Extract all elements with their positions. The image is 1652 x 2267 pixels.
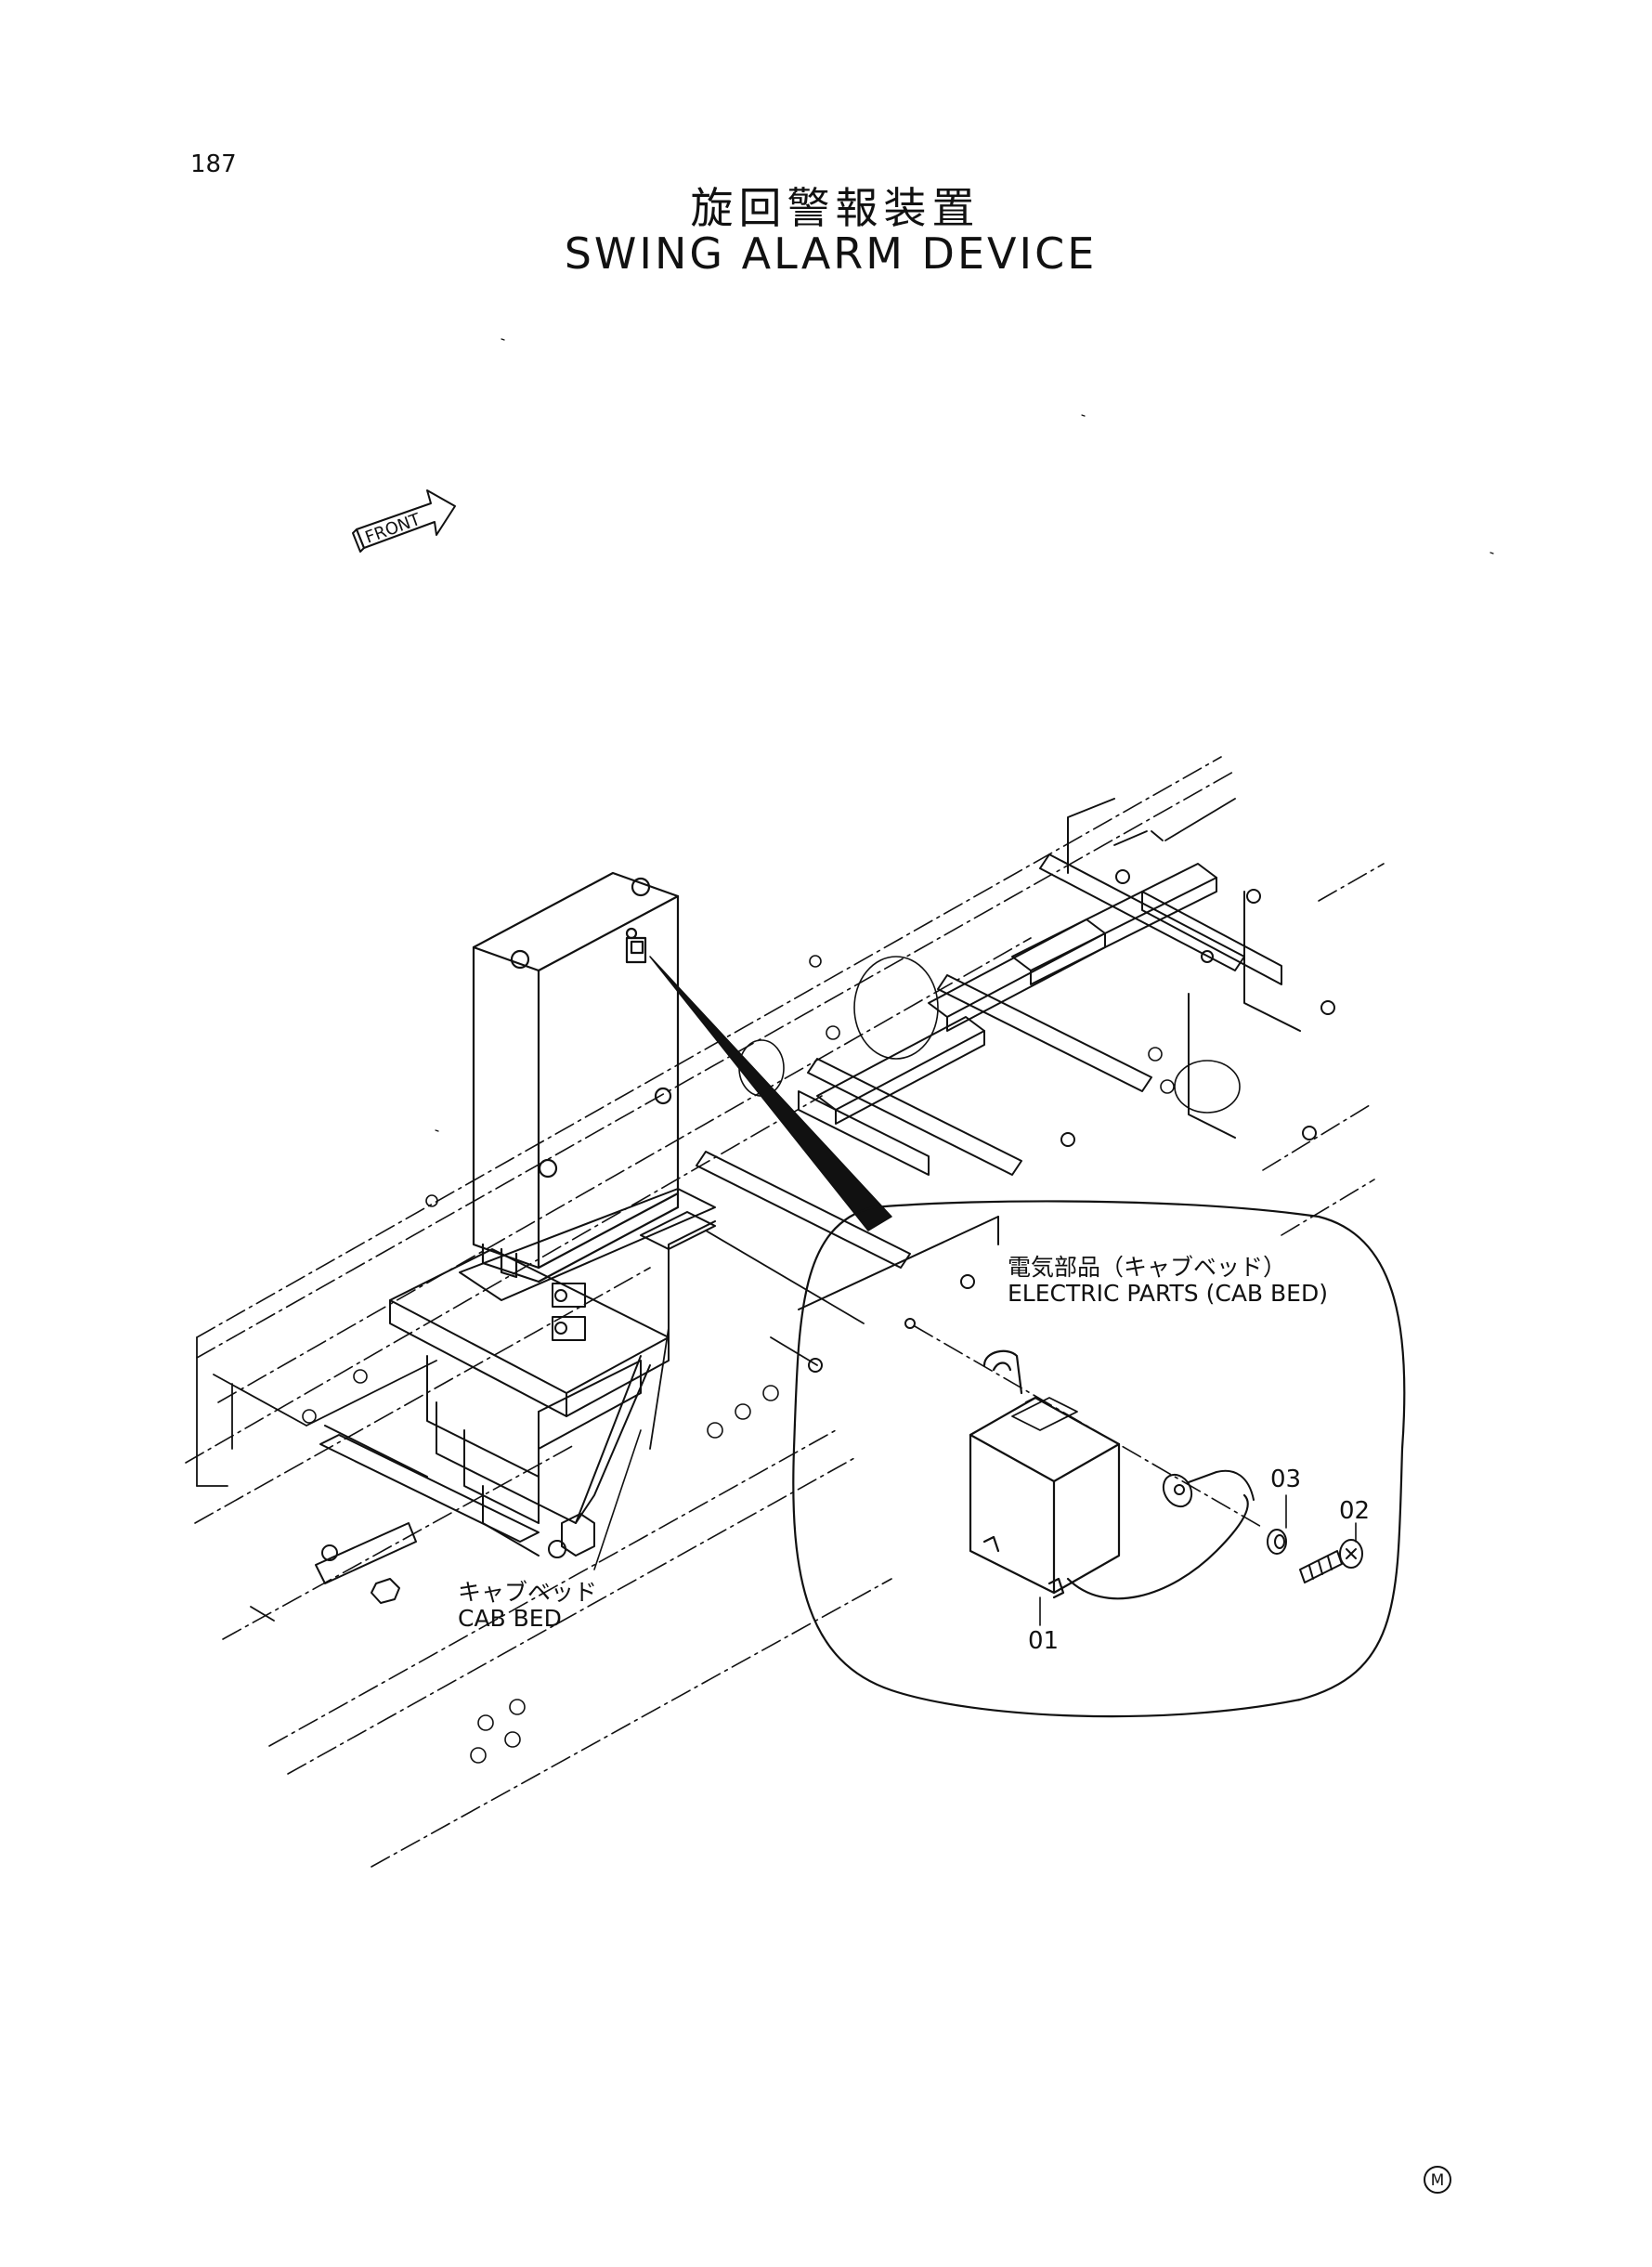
cross-beams — [696, 798, 1335, 1269]
wire-terminal-icon — [1162, 1469, 1255, 1508]
stray-dots — [435, 338, 1494, 1132]
cab-bed-label-english: CAB BED — [458, 1605, 562, 1632]
frame-rails — [185, 756, 1385, 1868]
front-label: FRONT — [363, 510, 424, 548]
part-leaders — [593, 1429, 1357, 1626]
part-number-02: 02 — [1339, 1497, 1371, 1525]
mounting-plate — [798, 1216, 999, 1373]
title-english: SWING ALARM DEVICE — [564, 228, 1098, 279]
part-number-01: 01 — [1028, 1627, 1060, 1655]
frame-holes — [302, 955, 1241, 1764]
part-number-03: 03 — [1270, 1466, 1302, 1493]
cab-bed-base — [315, 1188, 716, 1604]
detail-bubble — [792, 1200, 1406, 1718]
detail-leader — [649, 956, 892, 1231]
alarm-buzzer-icon — [969, 1349, 1249, 1600]
m-mark-icon: M — [1424, 2166, 1451, 2194]
page-number: 187 — [190, 150, 237, 178]
detail-label-english: ELECTRIC PARTS (CAB BED) — [1008, 1280, 1328, 1307]
front-arrow-icon: FRONT — [352, 489, 456, 553]
m-mark-letter: M — [1431, 2171, 1445, 2190]
cab-bed-label-japanese: キャブベッド — [458, 1579, 598, 1606]
frame-solid-edges — [196, 798, 1236, 1622]
detail-label-japanese: 電気部品（キャブベッド） — [1008, 1254, 1287, 1281]
washer-icon — [1267, 1529, 1287, 1555]
screw-icon — [1299, 1539, 1363, 1583]
title-japanese: 旋回警報装置 — [690, 183, 981, 233]
control-box — [472, 871, 680, 1283]
